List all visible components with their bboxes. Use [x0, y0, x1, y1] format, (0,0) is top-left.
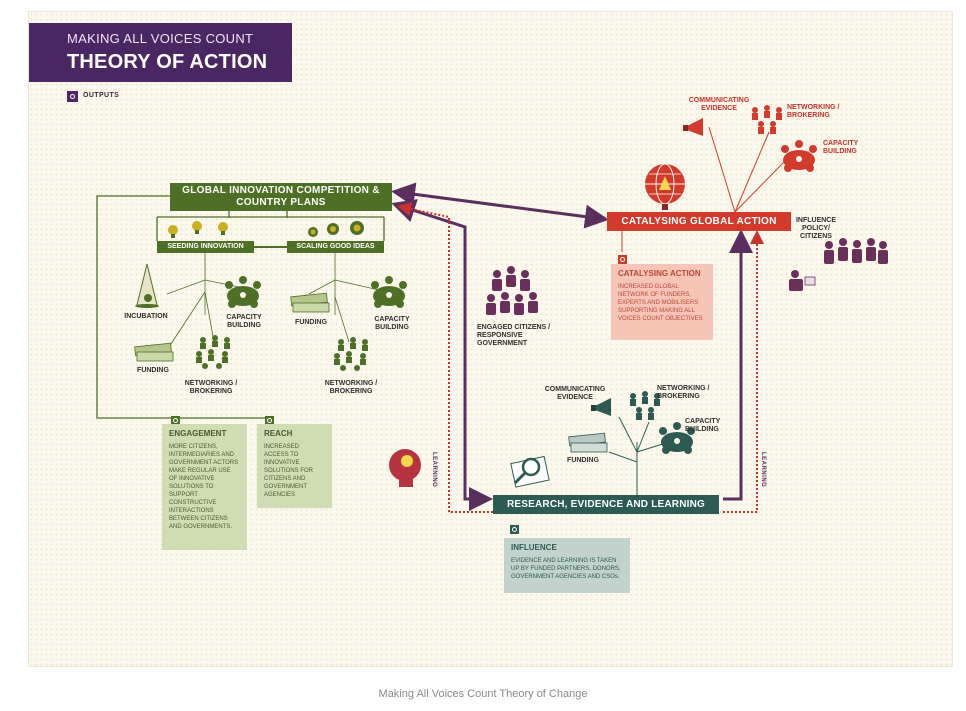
- funding-icon-right: [290, 292, 330, 313]
- magnifier-icon: [510, 455, 550, 488]
- capacity-building-icon-right: [371, 276, 407, 308]
- funding-label-right: FUNDING: [295, 319, 327, 326]
- catalysing-global-action-node: CATALYSING GLOBAL ACTION: [607, 212, 791, 231]
- bulb-icons: [168, 221, 364, 238]
- engagement-card: ENGAGEMENT MORE CITIZENS, INTERMEDIARIES…: [162, 424, 247, 550]
- megaphone-icon-bottom: [591, 398, 611, 416]
- catalysing-action-card: CATALYSING ACTION INCREASED GLOBAL NETWO…: [611, 264, 713, 340]
- engagement-card-text: MORE CITIZENS, INTERMEDIARIES AND GOVERN…: [169, 444, 239, 530]
- output-marker-influence: [510, 525, 519, 534]
- networking-label-right: NETWORKING / BROKERING: [324, 380, 378, 395]
- funding-label-left: FUNDING: [137, 367, 169, 374]
- learning-loops: [397, 202, 764, 513]
- output-marker-catalysing: [618, 255, 627, 264]
- output-marker-reach: [265, 416, 274, 425]
- capacity-building-label-left: CAPACITY BUILDING: [226, 314, 262, 329]
- capacity-building-label-top: CAPACITY BUILDING: [823, 140, 859, 155]
- influence-card-text: EVIDENCE AND LEARNING IS TAKEN UP BY FUN…: [511, 558, 621, 580]
- title-block: MAKING ALL VOICES COUNT THEORY OF ACTION: [29, 23, 292, 82]
- engagement-card-title: ENGAGEMENT: [169, 429, 227, 438]
- reach-card-text: INCREASED ACCESS TO INNOVATIVE SOLUTIONS…: [264, 444, 314, 498]
- communicating-evidence-label-top: COMMUNICATING EVIDENCE: [688, 97, 750, 112]
- global-innovation-node: GLOBAL INNOVATION COMPETITION & COUNTRY …: [170, 183, 392, 211]
- funding-icon-left: [134, 342, 174, 362]
- catalysing-branches: [621, 126, 785, 252]
- capacity-building-icon-bottom: [659, 422, 695, 454]
- catalysing-action-card-title: CATALYSING ACTION: [618, 269, 701, 278]
- influence-policy-label: INFLUENCE POLICY/ CITIZENS: [795, 217, 837, 240]
- outputs-legend-icon: [67, 91, 78, 102]
- learning-head-icon: [389, 449, 421, 487]
- networking-label-top: NETWORKING / BROKERING: [787, 104, 840, 119]
- networking-icon-right: [334, 337, 368, 371]
- output-marker-engagement: [171, 416, 180, 425]
- branch-lines: [166, 253, 380, 348]
- funding-label-bottom: FUNDING: [567, 457, 599, 464]
- connector-layer: [96, 105, 888, 513]
- engaged-citizens-icon: [486, 266, 538, 315]
- capacity-building-label-bottom: CAPACITY BUILDING: [685, 418, 721, 433]
- reach-card: REACH INCREASED ACCESS TO INNOVATIVE SOL…: [257, 424, 332, 508]
- incubation-label: INCUBATION: [124, 313, 168, 320]
- influence-card-title: INFLUENCE: [511, 543, 557, 552]
- funding-icon-bottom: [568, 432, 608, 453]
- reach-card-title: REACH: [264, 429, 293, 438]
- title-subline: MAKING ALL VOICES COUNT: [67, 31, 254, 46]
- megaphone-icon-top: [683, 118, 703, 136]
- influence-audience-icon: [789, 238, 888, 291]
- learning-label-left: LEARNING: [431, 452, 437, 488]
- networking-label-left: NETWORKING / BROKERING: [184, 380, 238, 395]
- networking-label-bottom: NETWORKING / BROKERING: [657, 385, 710, 400]
- learning-label-right: LEARNING: [760, 452, 766, 488]
- engaged-citizens-label: ENGAGED CITIZENS / RESPONSIVE GOVERNMENT: [477, 324, 551, 347]
- capacity-building-icon-top: [781, 140, 817, 172]
- networking-icon-top: [752, 105, 782, 134]
- page-title: THEORY OF ACTION: [67, 51, 268, 73]
- globe-icon: [645, 163, 685, 210]
- seeding-innovation-node: SEEDING INNOVATION: [157, 241, 254, 253]
- communicating-evidence-label-bottom: COMMUNICATING EVIDENCE: [544, 386, 606, 401]
- networking-icon-left: [196, 335, 230, 369]
- networking-icon-bottom: [630, 391, 660, 420]
- outputs-legend-label: OUTPUTS: [83, 92, 120, 99]
- diagram-frame: MAKING ALL VOICES COUNT THEORY OF ACTION…: [28, 11, 953, 667]
- scaling-good-ideas-node: SCALING GOOD IDEAS: [287, 241, 384, 253]
- research-evidence-learning-node: RESEARCH, EVIDENCE AND LEARNING: [493, 495, 719, 514]
- main-arrows: [391, 182, 753, 511]
- incubation-icon: [135, 263, 159, 308]
- capacity-building-icon-left: [225, 276, 261, 308]
- catalysing-action-card-text: INCREASED GLOBAL NETWORK OF FUNDERS, EXP…: [618, 284, 703, 322]
- capacity-building-label-right: CAPACITY BUILDING: [374, 316, 410, 331]
- figure-caption: Making All Voices Count Theory of Change: [378, 688, 588, 700]
- influence-card: INFLUENCE EVIDENCE AND LEARNING IS TAKEN…: [504, 538, 630, 593]
